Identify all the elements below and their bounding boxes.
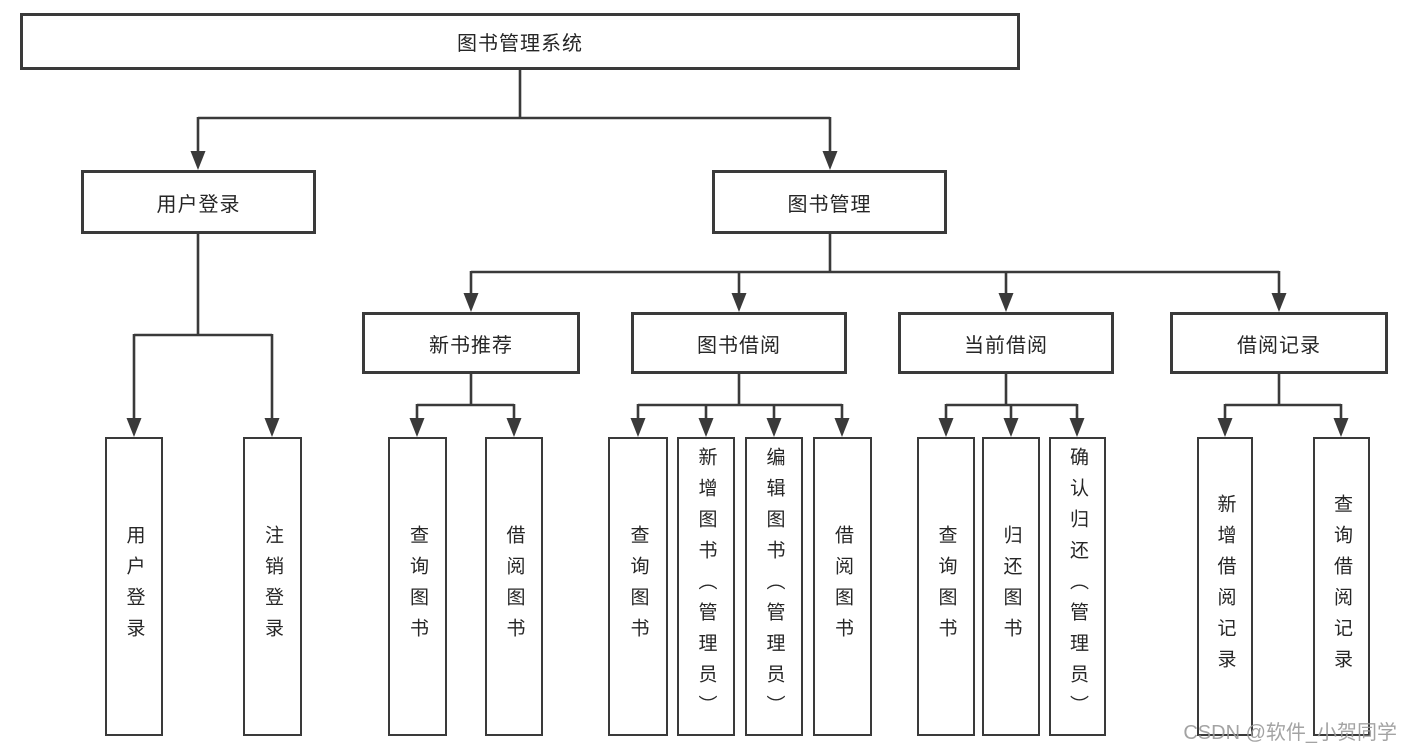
node-book-management-label: 图书管理 [787, 193, 872, 216]
leaf-edit-book-admin-label: 编辑图书（管理员） [763, 447, 785, 726]
node-book-borrow: 图书借阅 [631, 312, 847, 374]
leaf-confirm-return-admin: 确认归还（管理员） [1049, 437, 1106, 736]
leaf-add-book-admin-label: 新增图书（管理员） [695, 447, 717, 726]
edge-root-to-level2 [190, 70, 838, 170]
node-user-login-label: 用户登录 [156, 193, 241, 216]
node-current-borrow-label: 当前借阅 [964, 334, 1048, 357]
leaf-query-borrow-record-label: 查询借阅记录 [1331, 493, 1352, 680]
leaf-user-login-label: 用户登录 [123, 524, 145, 649]
node-root-label: 图书管理系统 [457, 33, 583, 55]
node-current-borrow: 当前借阅 [898, 312, 1114, 374]
leaf-query-books-recommend: 查询图书 [388, 437, 447, 736]
leaf-user-login: 用户登录 [105, 437, 163, 736]
node-new-book-recommend: 新书推荐 [362, 312, 580, 374]
leaf-query-books-borrow-label: 查询图书 [627, 524, 649, 649]
node-borrow-records-label: 借阅记录 [1237, 334, 1321, 357]
leaf-query-books-borrow: 查询图书 [608, 437, 668, 736]
csdn-watermark: CSDN @软件_小贺同学 [1183, 722, 1397, 744]
node-user-login: 用户登录 [81, 170, 316, 234]
node-borrow-records: 借阅记录 [1170, 312, 1388, 374]
leaf-borrow-books-recommend: 借阅图书 [485, 437, 543, 736]
leaf-borrow-books-label: 借阅图书 [832, 524, 853, 649]
leaf-query-books-recommend-label: 查询图书 [407, 524, 428, 649]
leaf-logout: 注销登录 [243, 437, 302, 736]
leaf-borrow-books-recommend-label: 借阅图书 [503, 524, 525, 649]
leaf-return-book-label: 归还图书 [1000, 524, 1022, 649]
edge-book-borrow-children [630, 374, 850, 437]
leaf-edit-book-admin: 编辑图书（管理员） [745, 437, 803, 736]
node-book-borrow-label: 图书借阅 [697, 334, 781, 357]
leaf-query-borrow-record: 查询借阅记录 [1313, 437, 1370, 736]
leaf-return-book: 归还图书 [982, 437, 1040, 736]
edge-borrow-records-children [1217, 374, 1349, 437]
leaf-add-borrow-record: 新增借阅记录 [1197, 437, 1253, 736]
node-root: 图书管理系统 [20, 13, 1020, 70]
node-book-management: 图书管理 [712, 170, 947, 234]
leaf-add-borrow-record-label: 新增借阅记录 [1214, 493, 1236, 680]
edge-book-management-children [463, 234, 1287, 312]
leaf-query-books-current: 查询图书 [917, 437, 975, 736]
leaf-query-books-current-label: 查询图书 [935, 524, 957, 649]
leaf-confirm-return-admin-label: 确认归还（管理员） [1067, 447, 1088, 726]
leaf-logout-label: 注销登录 [262, 524, 283, 649]
edge-current-borrow-children [938, 374, 1085, 437]
leaf-add-book-admin: 新增图书（管理员） [677, 437, 735, 736]
edge-user-login-children [126, 234, 280, 437]
node-new-book-recommend-label: 新书推荐 [429, 334, 513, 357]
leaf-borrow-books: 借阅图书 [813, 437, 872, 736]
edge-new-book-recommend-children [409, 374, 522, 437]
